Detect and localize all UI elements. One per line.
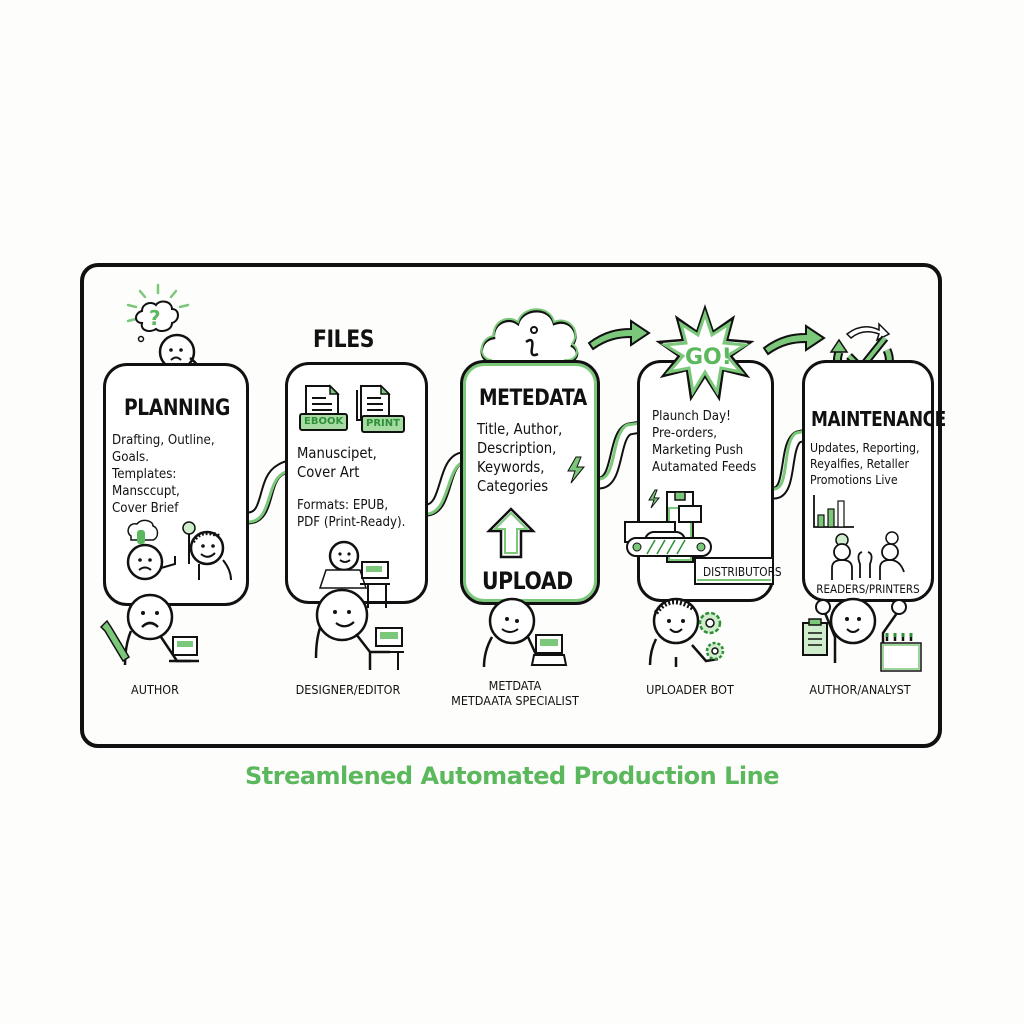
- arrow-metadata-launch-icon: [587, 319, 651, 351]
- card-maintenance: [802, 360, 934, 602]
- stage-description: Title, Author, Description, Keywords, Ca…: [477, 420, 563, 495]
- svg-text:GO!: GO!: [685, 345, 732, 370]
- stage-description: Manuscipet, Cover Art: [297, 444, 377, 481]
- role-label: METDATA METDAATA SPECIALIST: [451, 678, 579, 708]
- lightning-icon: [567, 456, 586, 484]
- author-person-icon: [99, 593, 199, 666]
- role-label: UPLOADER BOT: [646, 682, 734, 697]
- cloud-info-icon: [480, 308, 579, 364]
- stage-description: Updates, Reporting, Reyalfies, Retaller …: [810, 440, 920, 487]
- bar-chart-icon: [813, 495, 854, 528]
- designer-people-icon: [314, 540, 404, 670]
- conveyor-belt-icon: [624, 489, 774, 585]
- diagram-frame: [80, 263, 942, 748]
- ebook-document-icon: [305, 384, 340, 419]
- distributors-label: DISTRIBUTORS: [703, 565, 782, 579]
- stage-description: Plaunch Day! Pre-orders, Marketing Push …: [652, 408, 757, 475]
- role-label: DESIGNER/EDITOR: [295, 682, 401, 697]
- diagram-title: Streamlened Automated Production Line: [244, 762, 780, 790]
- connector-launch-maintenance: [767, 428, 813, 500]
- stage-title: PLANNING: [124, 396, 230, 421]
- metadata-specialist-icon: [482, 597, 568, 668]
- lightbulb-person-icon: [126, 519, 232, 581]
- card-metadata: [460, 360, 600, 605]
- role-label: AUTHOR: [131, 682, 179, 697]
- thought-cloud-question-icon: ?: [126, 283, 190, 343]
- starburst-icon: GO!: [655, 304, 755, 402]
- stage-title: FILES: [313, 325, 375, 353]
- upload-arrow-icon: [485, 507, 537, 559]
- print-tag: PRINT: [361, 415, 405, 433]
- audience-label: READERS/PRINTERS: [816, 582, 920, 596]
- uploader-bot-icon: [648, 597, 725, 667]
- svg-text:?: ?: [149, 306, 161, 330]
- stage-title: METEDATA: [479, 386, 587, 411]
- upload-label: UPLOAD: [482, 567, 573, 595]
- author-analyst-icon: [802, 597, 922, 672]
- stage-title: MAINTENANCE: [811, 407, 946, 431]
- print-document-icon: [356, 384, 391, 421]
- stage-description: Drafting, Outline, Goals. Templates: Man…: [112, 432, 215, 516]
- connector-metadata-launch: [592, 420, 648, 490]
- readers-people-icon: [831, 531, 905, 580]
- ebook-tag: EBOOK: [299, 413, 349, 431]
- arrow-launch-maintenance-icon: [762, 324, 826, 356]
- stage-formats: Formats: EPUB, PDF (Print-Ready).: [297, 497, 406, 530]
- role-label: AUTHOR/ANALYST: [809, 682, 911, 697]
